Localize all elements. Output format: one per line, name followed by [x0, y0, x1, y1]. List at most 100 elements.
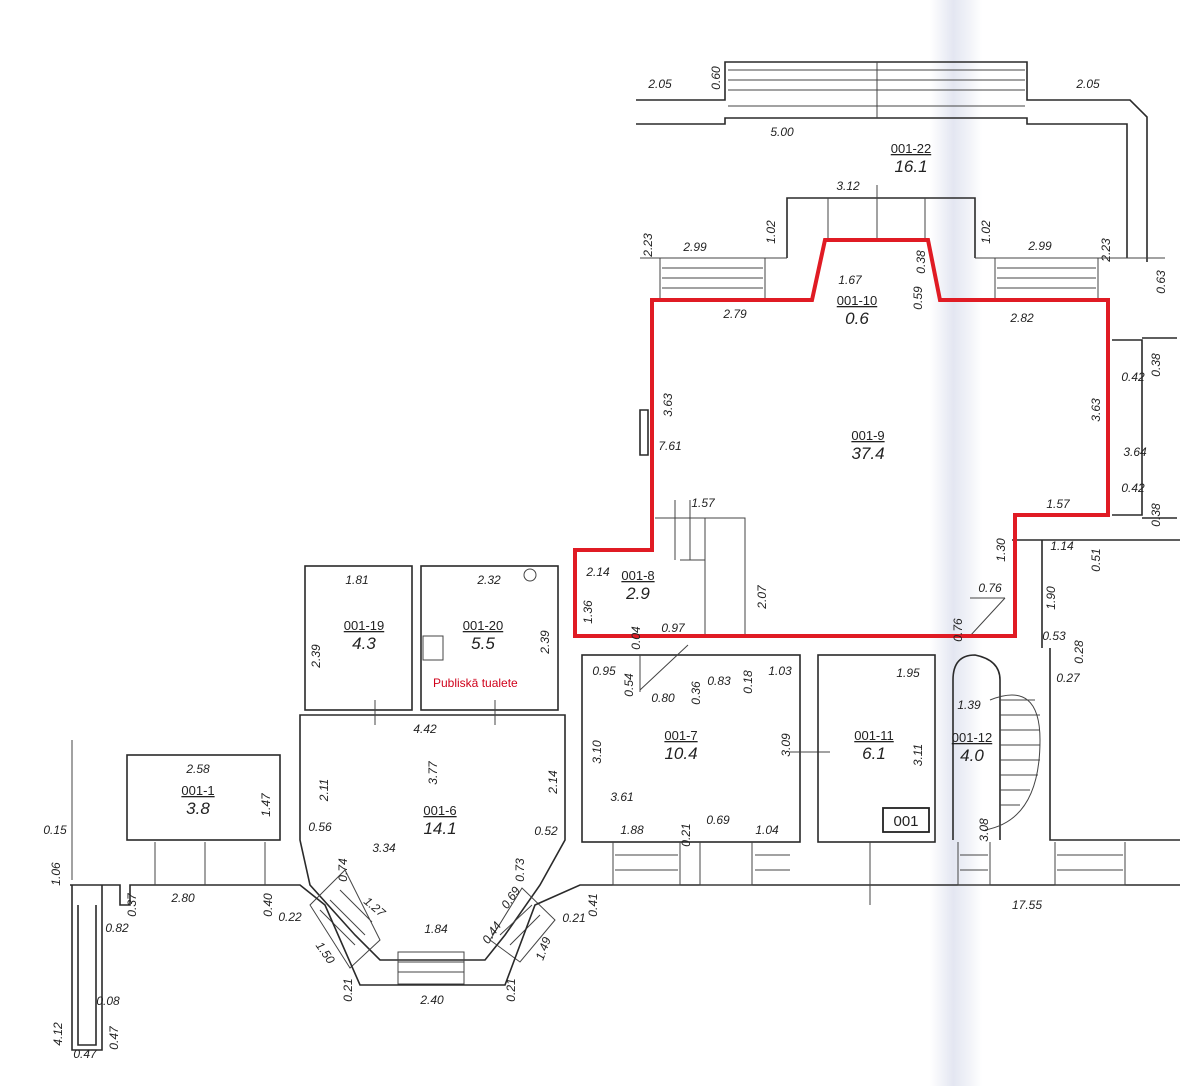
dimension-label: 0.69	[498, 884, 523, 911]
dimension-label: 3.12	[836, 179, 860, 193]
dimension-label: 0.42	[1121, 481, 1145, 495]
dimension-label: 2.11	[317, 779, 331, 802]
building-badge: 001	[882, 807, 930, 833]
room-001-11-area: 6.1	[862, 744, 886, 763]
dimension-label: 3.64	[1123, 445, 1147, 459]
dimension-label: 2.82	[1009, 311, 1034, 325]
room-001-12-code: 001-12	[952, 730, 992, 745]
dimension-label: 0.53	[1042, 629, 1066, 643]
room-001-19-area: 4.3	[352, 634, 376, 653]
dimension-label: 0.63	[1154, 270, 1168, 294]
dimension-label: 2.99	[1027, 239, 1052, 253]
dimension-label: 0.21	[341, 978, 355, 1001]
room-001-22-area: 16.1	[894, 157, 927, 176]
dimension-label: 1.04	[755, 823, 779, 837]
dimension-label: 0.54	[622, 673, 636, 697]
dimension-label: 0.21	[562, 911, 585, 925]
dimension-label: 2.14	[546, 770, 560, 795]
room-001-11-label: 001-116.1	[854, 728, 894, 763]
room-001-20-area: 5.5	[471, 634, 495, 653]
highlighted-unit-outline	[573, 238, 1110, 638]
dimension-label: 1.27	[361, 894, 389, 921]
dimension-label: 0.21	[679, 823, 693, 846]
room-001-10-label: 001-100.6	[837, 293, 877, 328]
dimension-label: 2.99	[682, 240, 707, 254]
dimension-label: 0.83	[707, 674, 731, 688]
public-toilet-note: Publiskā tualete	[433, 676, 518, 690]
dimension-label: 1.57	[1046, 497, 1071, 511]
dimension-label: 2.07	[755, 584, 769, 610]
dimension-label: 2.39	[538, 630, 552, 655]
dimension-label: 0.82	[105, 921, 129, 935]
walls	[70, 61, 1180, 1051]
dimension-label: 5.00	[770, 125, 794, 139]
dimension-label: 1.90	[1044, 586, 1058, 610]
dimension-label: 3.63	[1089, 398, 1103, 422]
dimension-label: 2.14	[585, 565, 610, 579]
room-001-9-label: 001-937.4	[851, 428, 884, 463]
dimension-label: 0.56	[308, 820, 332, 834]
dimension-label: 0.74	[336, 858, 350, 882]
room-001-10-area: 0.6	[845, 309, 869, 328]
dimension-label: 3.34	[372, 841, 396, 855]
room-001-20-code: 001-20	[463, 618, 503, 633]
dimension-label: 0.38	[1149, 353, 1163, 377]
dimension-label: 1.49	[533, 935, 554, 962]
dimension-label: 0.59	[911, 286, 925, 310]
dimension-label: 7.61	[658, 439, 681, 453]
dimension-label: 1.36	[581, 600, 595, 624]
dimension-label: 1.88	[620, 823, 644, 837]
dimension-label: 2.32	[476, 573, 501, 587]
dimension-label: 0.28	[1072, 640, 1086, 664]
dimension-label: 3.08	[977, 818, 991, 842]
dimension-label: 4.42	[413, 722, 437, 736]
dimension-label: 1.67	[838, 273, 863, 287]
room-001-12-label: 001-124.0	[952, 730, 992, 765]
dimension-label: 0.18	[741, 670, 755, 694]
dimension-label: 3.11	[911, 744, 925, 766]
dimension-label: 2.05	[647, 77, 672, 91]
dimension-label: 1.14	[1050, 539, 1074, 553]
room-001-8-area: 2.9	[625, 584, 650, 603]
dimension-label: 0.42	[1121, 370, 1145, 384]
dimension-label: 0.76	[951, 618, 965, 642]
dimension-label: 0.38	[1149, 503, 1163, 527]
dimension-label: 1.84	[424, 922, 448, 936]
dimension-label: 0.73	[513, 858, 527, 882]
dimension-label: 0.15	[43, 823, 67, 837]
room-001-6-code: 001-6	[423, 803, 456, 818]
dimension-label: 3.61	[610, 790, 633, 804]
scan-shadow	[930, 0, 982, 1086]
dimension-label: 0.47	[73, 1047, 98, 1061]
dimension-label: 3.63	[661, 393, 675, 417]
dimension-label: 0.52	[534, 824, 558, 838]
dimension-label: 2.23	[1099, 238, 1113, 263]
room-001-8-code: 001-8	[621, 568, 654, 583]
dimension-label: 0.51	[1089, 548, 1103, 571]
dimension-label: 0.97	[661, 621, 686, 635]
dimension-label: 3.77	[426, 760, 440, 785]
dimension-label: 3.10	[590, 740, 604, 764]
room-001-11-code: 001-11	[854, 728, 894, 743]
room-001-19-label: 001-194.3	[344, 618, 384, 653]
dimension-label: 2.39	[309, 644, 323, 669]
dimension-label: 2.79	[722, 307, 747, 321]
dimension-label: 0.69	[706, 813, 730, 827]
dimension-label: 1.02	[764, 220, 778, 244]
dimension-label: 0.60	[709, 66, 723, 90]
building-badge-label: 001	[893, 813, 918, 830]
dimension-label: 0.40	[261, 893, 275, 917]
dimension-label: 1.81	[345, 573, 368, 587]
dimension-label: 1.03	[768, 664, 792, 678]
dimension-label: 1.30	[994, 538, 1008, 562]
room-001-1-area: 3.8	[186, 799, 210, 818]
dimension-label: 0.27	[1056, 671, 1081, 685]
dimension-label: 0.95	[592, 664, 616, 678]
room-001-1-label: 001-13.8	[181, 783, 214, 818]
dimension-label: 0.47	[107, 1025, 121, 1050]
dimension-label: 0.21	[504, 978, 518, 1001]
